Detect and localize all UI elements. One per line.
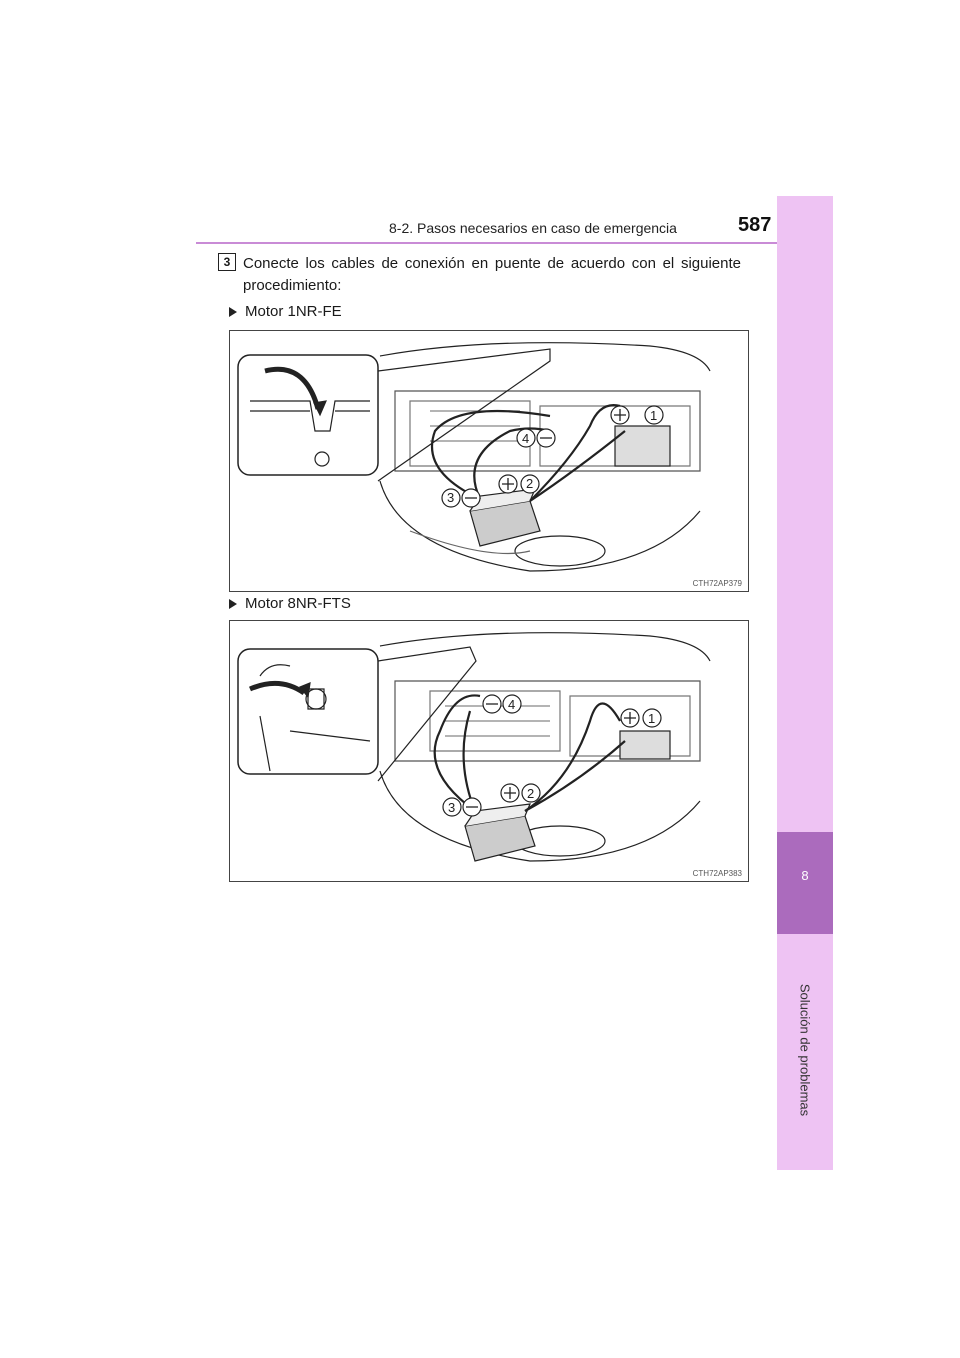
bullet-arrow-icon <box>229 307 237 318</box>
chapter-number-block <box>777 832 833 934</box>
motor-label-text: Motor 1NR-FE <box>245 303 342 320</box>
callout-1: 1 <box>648 711 655 726</box>
motor-8nr-fts-label: Motor 8NR-FTS <box>229 595 351 612</box>
step-instruction: Conecte los cables de conexión en puente… <box>243 255 741 294</box>
callout-1: 1 <box>650 408 657 423</box>
bullet-arrow-icon <box>229 599 237 610</box>
header-divider <box>196 242 830 244</box>
callout-2: 2 <box>526 476 533 491</box>
callout-3: 3 <box>447 490 454 505</box>
chapter-number: 8 <box>801 868 809 883</box>
callout-2: 2 <box>527 786 534 801</box>
step-number-badge: 3 <box>218 253 236 271</box>
callout-3: 3 <box>448 800 455 815</box>
chapter-title: Solución de problemas <box>797 983 813 1117</box>
engine-bay-illustration <box>237 632 711 862</box>
callout-numbers: 1 2 3 4 <box>447 408 657 505</box>
motor-1nr-fe-label: Motor 1NR-FE <box>229 303 342 320</box>
figure-8nr-fts-engine: 1 2 3 4 CTH72AP383 <box>229 620 749 882</box>
callout-4: 4 <box>522 431 529 446</box>
section-title: 8-2. Pasos necesarios en caso de emergen… <box>389 220 677 236</box>
page-number: 587 <box>738 214 772 236</box>
callout-numbers: 1 2 3 4 <box>448 697 655 815</box>
engine-bay-illustration <box>237 342 711 572</box>
motor-label-text: Motor 8NR-FTS <box>245 595 351 612</box>
figure-code: CTH72AP383 <box>692 869 742 878</box>
callout-4: 4 <box>508 697 515 712</box>
figure-1nr-fe-engine: 1 2 3 4 CTH72AP379 <box>229 330 749 592</box>
chapter-side-tab <box>777 196 833 1170</box>
figure-code: CTH72AP379 <box>692 579 742 588</box>
